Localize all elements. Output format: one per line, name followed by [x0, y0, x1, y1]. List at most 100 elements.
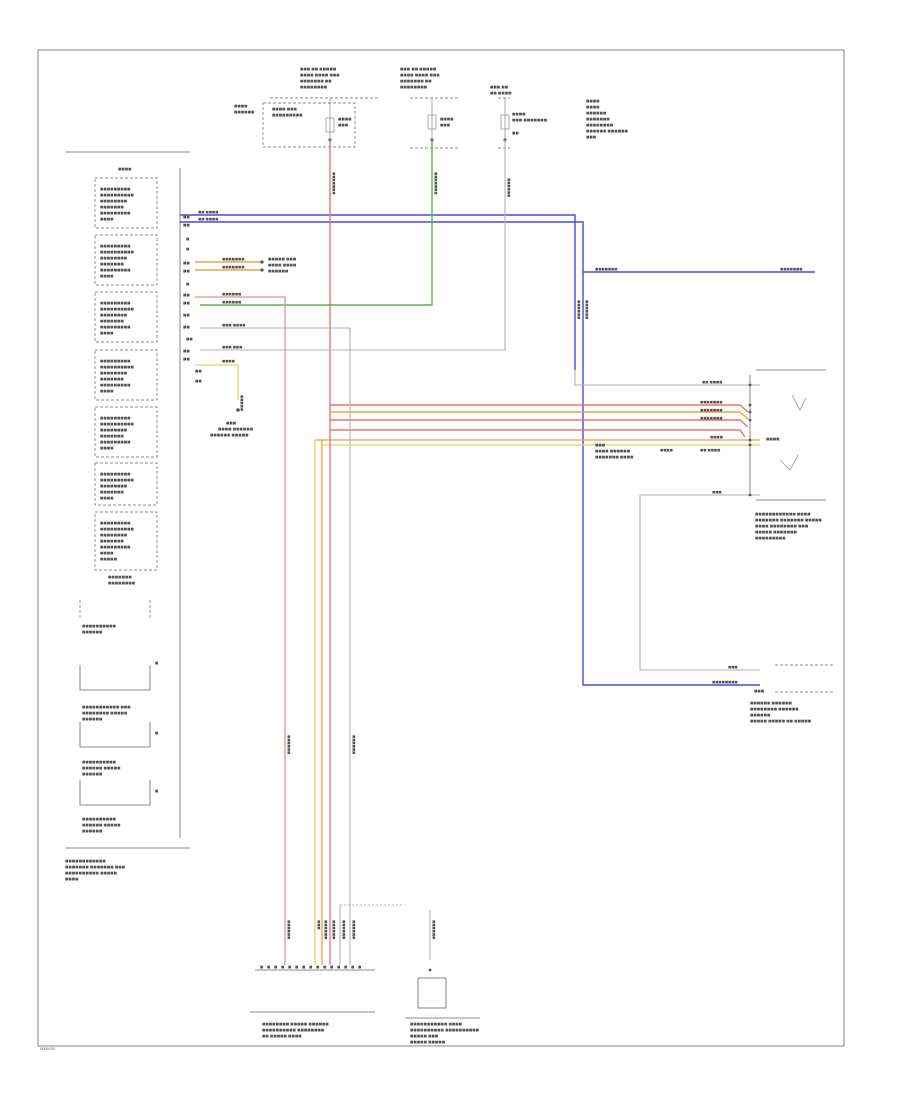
transmission-control-module: ■■■■ ■■■■■■■■■ ■■■■■■■■■■ ■■■■■■■■ ■■■■■…: [65, 151, 202, 881]
svg-text:■: ■: [260, 965, 264, 969]
svg-text:■■■■■■■: ■■■■■■■: [100, 205, 124, 209]
wire-red: [330, 404, 749, 413]
svg-text:■■■■: ■■■■: [440, 117, 454, 121]
solenoid-group: ■■■■■■■■■ ■■■■■■■■■■ ■■■■■■■■ ■■■■■■■ ■■…: [94, 177, 158, 585]
svg-text:■■■■: ■■■■: [338, 117, 352, 121]
svg-text:■: ■: [295, 965, 299, 969]
diagram-frame: [37, 49, 845, 1047]
svg-text:■■■■■: ■■■■■: [240, 395, 244, 411]
svg-text:■■■■■■■■: ■■■■■■■■: [108, 581, 136, 585]
wires: [180, 140, 815, 965]
svg-text:■■■■■■■ ■■: ■■■■■■■ ■■: [400, 79, 432, 83]
svg-text:■: ■: [309, 965, 313, 969]
svg-text:■■■■■■■■■■: ■■■■■■■■■■: [82, 624, 117, 628]
svg-text:■■■■■■■■■: ■■■■■■■■■: [100, 545, 131, 549]
svg-text:■■■■■■■■: ■■■■■■■■: [400, 85, 428, 89]
svg-text:■■■■■■■: ■■■■■■■: [586, 117, 610, 121]
svg-text:■■■■■■: ■■■■■■: [82, 630, 103, 634]
svg-text:■■: ■■: [186, 337, 193, 341]
svg-text:■■■■■■■■: ■■■■■■■■: [100, 199, 128, 203]
svg-text:■■■■■ ■■■■■■■: ■■■■■ ■■■■■■■: [755, 530, 797, 534]
svg-text:■■■■■■: ■■■■■■: [82, 829, 103, 833]
svg-text:■■■■■■■■■■■■ ■■■■: ■■■■■■■■■■■■ ■■■■: [755, 512, 811, 516]
svg-text:■■■■: ■■■■: [100, 217, 114, 221]
wire-gray: [639, 495, 760, 671]
svg-text:■■■■: ■■■■: [100, 496, 114, 500]
svg-text:■■■: ■■■: [728, 665, 738, 669]
svg-text:■■■■■■■■: ■■■■■■■■: [100, 484, 128, 488]
sensor-group: ■■■■■■■■■■ ■■■■■■ ■ ■■■■■■■■■■■ ■■■ ■■■■…: [79, 600, 159, 833]
svg-text:■: ■: [274, 965, 278, 969]
svg-text:■■■■■■■: ■■■■■■■: [100, 490, 124, 494]
svg-text:■■■■■■■■■■■■: ■■■■■■■■■■■■: [65, 859, 106, 863]
svg-text:■■■: ■■■: [586, 135, 597, 139]
svg-text:■■■■■■■■■: ■■■■■■■■■: [100, 211, 131, 215]
svg-text:■■■■■■■■■: ■■■■■■■■■: [272, 113, 303, 117]
svg-text:■■■■■■ ■■■■■: ■■■■■■ ■■■■■: [82, 766, 121, 770]
svg-text:■■■■■■■■■■: ■■■■■■■■■■: [82, 817, 117, 821]
svg-text:■■■■■■■■■: ■■■■■■■■■: [100, 521, 131, 525]
wire-red: [329, 140, 746, 438]
svg-text:■■■■■■■■ ■■■■■■: ■■■■■■■■ ■■■■■■: [750, 707, 799, 711]
svg-text:■■■ ■■: ■■■ ■■: [490, 85, 509, 89]
svg-text:■■■■: ■■■■: [118, 167, 132, 171]
svg-text:■■■: ■■■: [712, 490, 722, 494]
svg-text:■■■■■■■■■: ■■■■■■■■■: [100, 268, 131, 272]
svg-text:■■■■■■■: ■■■■■■■: [332, 172, 336, 194]
svg-text:■■■■■■■: ■■■■■■■: [100, 319, 124, 323]
svg-text:■■■■■■■■: ■■■■■■■■: [712, 680, 738, 684]
svg-text:■■■ ■■ ■■■■■: ■■■ ■■ ■■■■■: [300, 67, 337, 71]
svg-text:■■■ ■■■: ■■■ ■■■: [222, 345, 242, 349]
svg-text:■■■■■■■■ ■■■■■: ■■■■■■■■ ■■■■■: [82, 711, 128, 715]
fuse-symbol: [325, 117, 335, 133]
wire-yellow: [195, 364, 239, 400]
svg-text:■■■■■■■: ■■■■■■■: [700, 400, 722, 404]
svg-text:■■■■■■: ■■■■■■: [268, 269, 289, 273]
wire-red: [330, 419, 749, 428]
svg-text:■■■■■■■■■: ■■■■■■■■■: [755, 536, 786, 540]
svg-text:■■■■■■: ■■■■■■: [585, 300, 589, 319]
svg-text:■■: ■■: [195, 379, 202, 383]
svg-text:■■ ■■■■: ■■ ■■■■: [700, 448, 720, 452]
svg-text:■■■■■ ■■■■■: ■■■■■ ■■■■■: [410, 1040, 446, 1044]
svg-text:■■■■■■■: ■■■■■■■: [700, 408, 722, 412]
svg-text:■■: ■■: [183, 301, 190, 305]
svg-text:■■■■■■■■■: ■■■■■■■■■: [100, 416, 131, 420]
svg-text:■■■■■■■: ■■■■■■■: [100, 434, 124, 438]
svg-text:■: ■: [358, 965, 362, 969]
svg-text:■■■■: ■■■■: [100, 274, 114, 278]
svg-text:■■■■: ■■■■: [100, 331, 114, 335]
svg-text:■■■■■■: ■■■■■■: [324, 920, 328, 939]
svg-text:■■■: ■■■: [754, 689, 765, 693]
svg-text:■■■■■■■■■: ■■■■■■■■■: [100, 301, 131, 305]
svg-text:■■■■■■: ■■■■■■: [222, 300, 241, 304]
svg-text:■■■■■: ■■■■■: [100, 557, 118, 561]
svg-text:■: ■: [186, 247, 190, 251]
svg-text:■■■: ■■■: [440, 123, 451, 127]
fuse-block-right: ■■■ ■■ ■■ ■■■■ ■■■■ ■■■ ■■■■■■■ ■■ ■■■■ …: [490, 85, 628, 149]
svg-text:■■■■■■■■■: ■■■■■■■■■: [100, 440, 131, 444]
svg-text:■: ■: [155, 731, 159, 735]
svg-text:■■■■■■: ■■■■■■: [287, 920, 291, 939]
svg-text:■■■■: ■■■■: [586, 105, 600, 109]
svg-text:■■: ■■: [183, 313, 190, 317]
fuse-block-middle: ■■■ ■■ ■■■■■ ■■■■ ■■■■ ■■■ ■■■■■■■ ■■ ■■…: [400, 67, 460, 149]
svg-text:■■■■■■■■■■■ ■■■■: ■■■■■■■■■■■ ■■■■: [410, 1022, 463, 1026]
svg-text:■: ■: [330, 965, 334, 969]
wire-orange: [330, 411, 749, 420]
svg-text:■■■■: ■■■■: [100, 446, 114, 450]
svg-text:■■■■■■■■■■: ■■■■■■■■■■: [100, 307, 135, 311]
svg-text:■■■■■■: ■■■■■■: [222, 292, 241, 296]
svg-text:■■■■■■■■■■: ■■■■■■■■■■: [100, 422, 135, 426]
svg-text:■■: ■■: [183, 357, 190, 361]
svg-text:■■■■■■■■: ■■■■■■■■: [100, 371, 128, 375]
svg-text:■■■■■■: ■■■■■■: [82, 772, 103, 776]
svg-text:■■■■■■■■■■: ■■■■■■■■■■: [100, 250, 135, 254]
svg-text:■■■■■■■■■■■ ■■■: ■■■■■■■■■■■ ■■■: [82, 705, 131, 709]
svg-text:■■■■■■: ■■■■■■: [82, 717, 103, 721]
svg-text:■: ■: [267, 965, 271, 969]
wire-blue: [180, 214, 576, 370]
svg-text:■■■■■■: ■■■■■■: [750, 713, 771, 717]
svg-text:■: ■: [186, 237, 190, 241]
svg-text:■■■■ ■■■■■■■■ ■■■: ■■■■ ■■■■■■■■ ■■■: [755, 524, 809, 528]
